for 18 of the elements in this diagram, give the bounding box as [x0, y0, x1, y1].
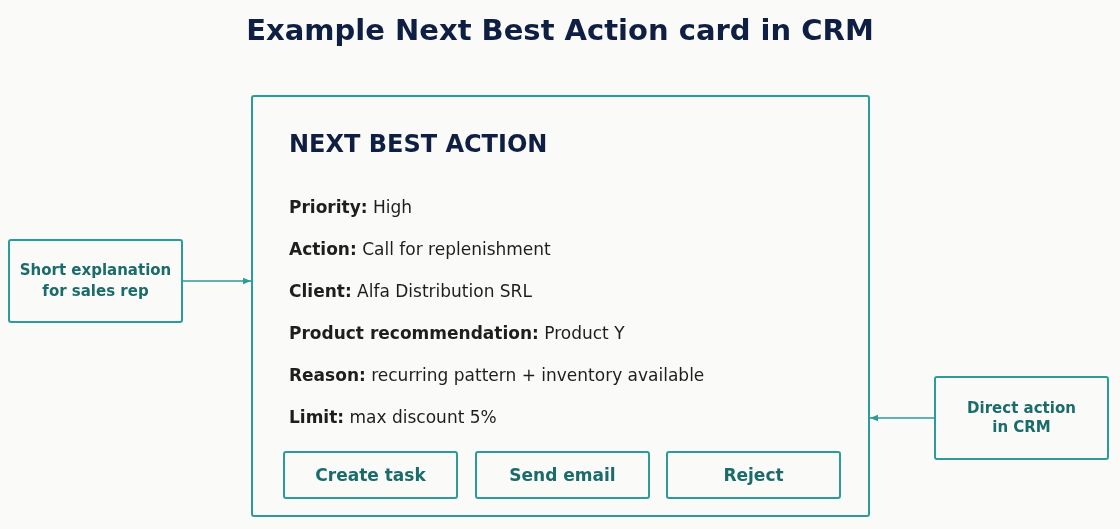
- detail-text: Product recommendation: Product Y: [289, 322, 625, 344]
- detail-text: Client: Alfa Distribution SRL: [289, 280, 532, 302]
- arrow: [182, 277, 252, 285]
- callout-text: Short explanation for sales rep: [18, 260, 173, 302]
- callout-box: [934, 376, 1109, 460]
- detail-text: Action: Call for replenishment: [289, 238, 551, 260]
- action-button: Send email: [475, 451, 650, 499]
- action-button: Create task: [283, 451, 458, 499]
- detail-text: Limit: max discount 5%: [289, 406, 497, 428]
- arrow: [869, 414, 935, 422]
- detail-text: Priority: High: [289, 196, 413, 218]
- callout-box: [8, 239, 183, 323]
- recommendation-card: [251, 95, 870, 517]
- callout-text: Direct action in CRM: [966, 399, 1077, 437]
- detail-text: Reason: recurring pattern + inventory available: [289, 364, 705, 386]
- action-button: Reject: [666, 451, 841, 499]
- card-heading: NEXT BEST ACTION: [289, 130, 548, 158]
- diagram-title: Example Next Best Action card in CRM: [246, 12, 874, 48]
